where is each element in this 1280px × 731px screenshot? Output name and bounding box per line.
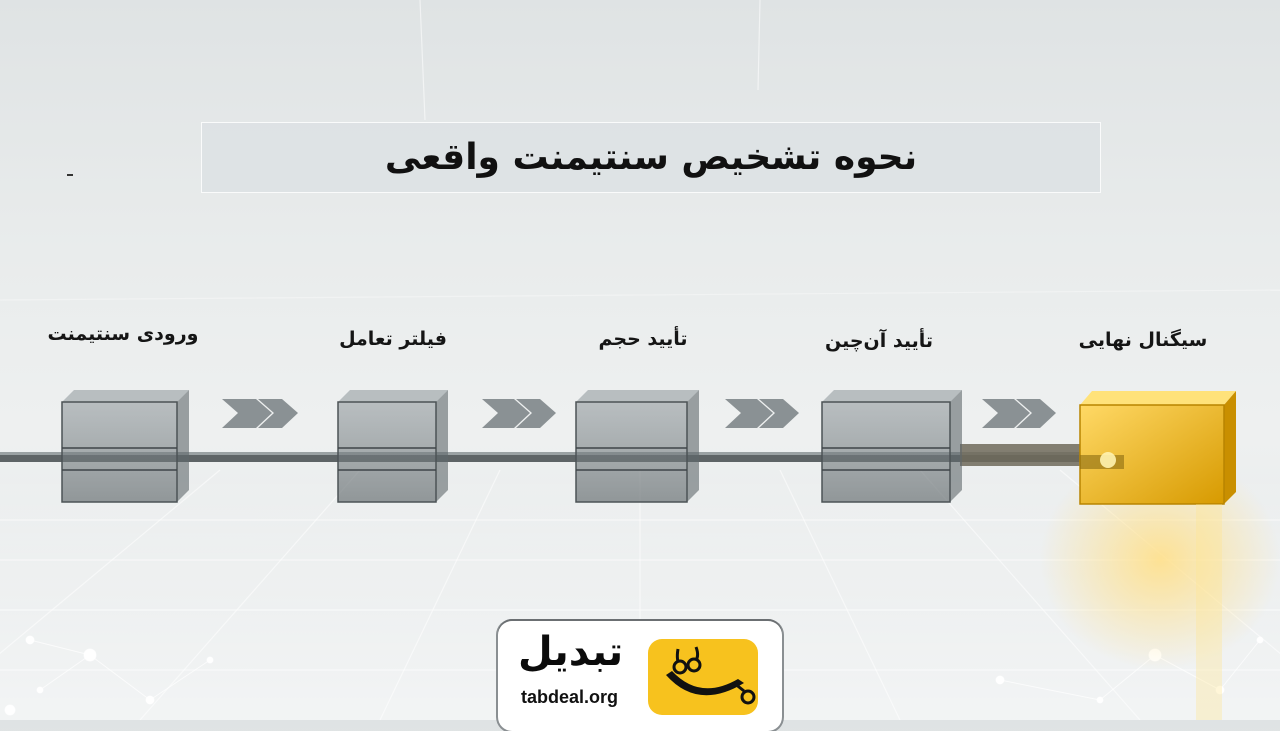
stage-cube	[575, 390, 699, 503]
tabdeal-logo-card: تبدیل tabdeal.org	[498, 621, 782, 731]
flow-arrow	[982, 399, 1056, 428]
logo-wordmark: تبدیل	[518, 629, 624, 675]
dash-mark	[67, 174, 73, 176]
flow-arrow	[725, 399, 799, 428]
stage-label: ورودی سنتیمنت	[47, 323, 199, 345]
flow-arrow	[222, 399, 298, 428]
logo-url: tabdeal.org	[521, 687, 619, 707]
stage-cube	[337, 390, 448, 503]
title-banner: نحوه تشخیص سنتیمنت واقعی	[201, 122, 1101, 193]
stage-label: فیلتر تعامل	[339, 328, 447, 350]
pipeline-rod	[0, 444, 1080, 466]
stage-cube	[821, 390, 962, 503]
smile-logo-icon	[648, 639, 758, 715]
stage-label: سیگنال نهایی	[1078, 329, 1208, 351]
final-signal-cube	[1040, 391, 1280, 720]
flow-arrow	[482, 399, 556, 428]
stage-label: تأیید آن‌چین	[824, 330, 934, 352]
stage-label: تأیید حجم	[598, 328, 688, 350]
page-title: نحوه تشخیص سنتیمنت واقعی	[384, 137, 918, 178]
stage-cube	[61, 390, 189, 503]
